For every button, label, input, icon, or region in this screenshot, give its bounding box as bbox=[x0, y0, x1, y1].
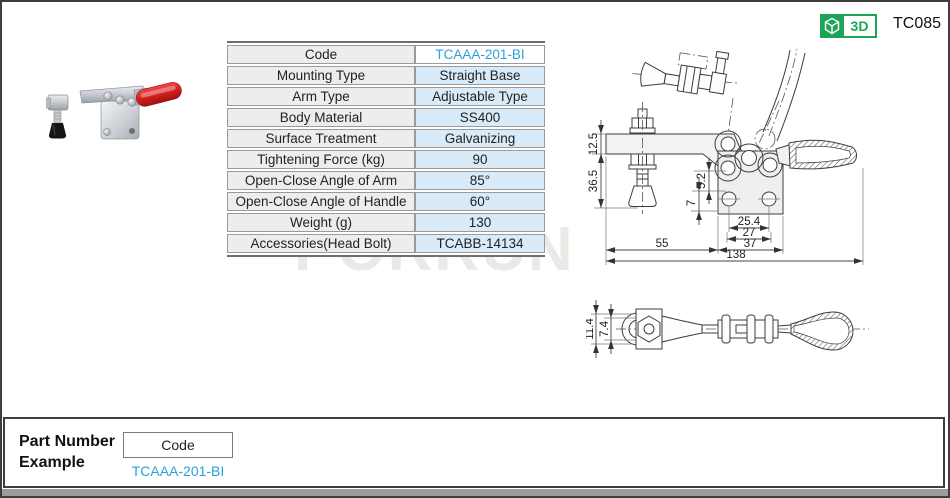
spec-table: Code TCAAA-201-BI Mounting Type Straight… bbox=[227, 41, 545, 257]
dimension-annotations: 12.5 36.5 5.2 7 25.4 27 bbox=[588, 120, 864, 265]
dim-hole-edge-offset: 5.2 bbox=[696, 173, 708, 189]
dimension-annotations-top: 11.4 7.4 bbox=[586, 300, 636, 358]
table-row: Tightening Force (kg) 90 bbox=[227, 150, 545, 169]
spec-label: Arm Type bbox=[227, 87, 415, 106]
page-code: TC085 bbox=[893, 15, 942, 32]
table-row: Body Material SS400 bbox=[227, 108, 545, 127]
spec-value: Galvanizing bbox=[415, 129, 545, 148]
spec-label: Weight (g) bbox=[227, 213, 415, 232]
table-row: Open-Close Angle of Arm 85° bbox=[227, 171, 545, 190]
table-row: Accessories(Head Bolt) TCABB-14134 bbox=[227, 234, 545, 253]
clamp-body-outline bbox=[605, 102, 858, 215]
table-row: Code TCAAA-201-BI bbox=[227, 45, 545, 64]
table-row: Mounting Type Straight Base bbox=[227, 66, 545, 85]
footer-code-column: Code TCAAA-201-BI bbox=[123, 419, 233, 486]
spec-label: Tightening Force (kg) bbox=[227, 150, 415, 169]
spec-value: 130 bbox=[415, 213, 545, 232]
footer-title-line1: Part Number bbox=[19, 433, 116, 450]
open-arm-phantom bbox=[632, 48, 806, 159]
dim-overall-length: 138 bbox=[726, 249, 745, 261]
spec-value: 85° bbox=[415, 171, 545, 190]
cube-3d-icon bbox=[820, 14, 844, 38]
table-row: Surface Treatment Galvanizing bbox=[227, 129, 545, 148]
product-photo bbox=[46, 81, 182, 140]
footer-title: Part Number Example bbox=[5, 419, 123, 486]
example-part-number: TCAAA-201-BI bbox=[131, 463, 225, 479]
dim-base-length: 55 bbox=[656, 238, 669, 250]
dim-outer-width: 11.4 bbox=[586, 318, 596, 340]
table-row: Open-Close Angle of Handle 60° bbox=[227, 192, 545, 211]
spec-value: Straight Base bbox=[415, 66, 545, 85]
dim-hole-bottom-offset: 7 bbox=[686, 200, 698, 206]
spec-label: Body Material bbox=[227, 108, 415, 127]
spec-value: SS400 bbox=[415, 108, 545, 127]
table-row: Weight (g) 130 bbox=[227, 213, 545, 232]
technical-drawing-top-view: 11.4 7.4 bbox=[586, 300, 869, 358]
dim-hole-pitch: 25.4 bbox=[738, 216, 761, 228]
footer-title-line2: Example bbox=[19, 454, 85, 471]
spec-value: 90 bbox=[415, 150, 545, 169]
spec-value: 60° bbox=[415, 192, 545, 211]
dim-overall-height: 36.5 bbox=[588, 170, 600, 192]
3d-model-badge[interactable]: 3D bbox=[820, 14, 877, 38]
page-bottom-rule bbox=[2, 489, 948, 496]
spec-label: Open-Close Angle of Handle bbox=[227, 192, 415, 211]
clamp-photo-shapes bbox=[46, 81, 182, 140]
dim-plate-width: 37 bbox=[744, 238, 757, 250]
3d-badge-label: 3D bbox=[844, 14, 877, 38]
spec-value: TCABB-14134 bbox=[415, 234, 545, 253]
table-row: Arm Type Adjustable Type bbox=[227, 87, 545, 106]
spec-value-code: TCAAA-201-BI bbox=[415, 45, 545, 64]
spec-label: Open-Close Angle of Arm bbox=[227, 171, 415, 190]
arm-top-view-outline bbox=[616, 308, 869, 351]
spec-value: Adjustable Type bbox=[415, 87, 545, 106]
dim-inner-width: 7.4 bbox=[599, 320, 611, 337]
dim-base-height: 12.5 bbox=[588, 133, 600, 155]
red-handle bbox=[135, 81, 182, 107]
spec-label: Code bbox=[227, 45, 415, 64]
spec-label: Mounting Type bbox=[227, 66, 415, 85]
dim-hole-outer-span: 27 bbox=[743, 227, 756, 239]
technical-drawing-side-view: 12.5 36.5 5.2 7 25.4 27 bbox=[588, 48, 864, 265]
part-number-example-panel: Part Number Example Code TCAAA-201-BI bbox=[3, 417, 945, 488]
spec-label: Accessories(Head Bolt) bbox=[227, 234, 415, 253]
code-box: Code bbox=[123, 432, 233, 458]
spec-label: Surface Treatment bbox=[227, 129, 415, 148]
